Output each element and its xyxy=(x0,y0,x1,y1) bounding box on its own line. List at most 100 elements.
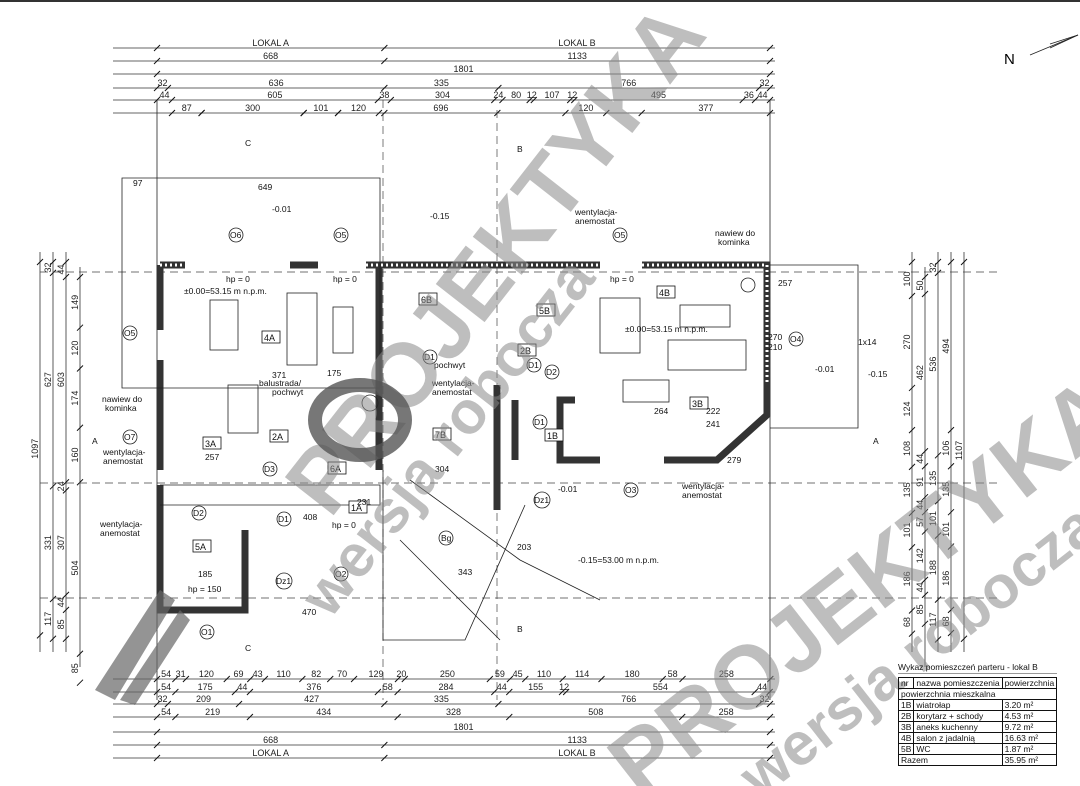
dimension-tick xyxy=(766,728,774,736)
dimension-tick xyxy=(153,754,161,762)
dimension-value: 32 xyxy=(43,262,53,272)
dimension-value: 100 xyxy=(902,272,912,287)
svg-text:hp = 0: hp = 0 xyxy=(333,274,357,284)
dimension-value: 45 xyxy=(513,669,523,679)
dimension-tick xyxy=(198,109,205,117)
dimension-tick xyxy=(36,258,44,266)
svg-text:O7: O7 xyxy=(124,432,136,442)
svg-text:1B: 1B xyxy=(547,431,558,441)
room-4A: 4A xyxy=(261,330,281,344)
svg-text:Dz1: Dz1 xyxy=(534,495,549,505)
walls xyxy=(121,177,859,641)
dimension-tick xyxy=(678,713,686,721)
dimension-tick xyxy=(908,607,916,614)
dimension-value: 44 xyxy=(159,90,169,100)
svg-text:D2: D2 xyxy=(193,508,204,518)
dimension-value: 186 xyxy=(902,571,912,586)
dimension-tick xyxy=(947,543,955,550)
svg-text:6A: 6A xyxy=(330,464,341,474)
svg-text:hp = 0: hp = 0 xyxy=(226,274,250,284)
sofa-b xyxy=(667,339,747,371)
dimension-tick xyxy=(934,636,942,643)
dimension-tick xyxy=(766,754,774,762)
dimension-tick xyxy=(921,576,929,584)
dimension-value: 554 xyxy=(653,682,668,692)
dining-table-b xyxy=(599,297,641,354)
dimension-tick xyxy=(908,543,916,551)
dimension-tick xyxy=(934,269,942,277)
svg-text:210: 210 xyxy=(768,342,782,352)
dimension-value: 117 xyxy=(43,612,53,626)
dimension-value: 117 xyxy=(928,612,938,626)
coffee-table xyxy=(332,306,354,354)
watermark-logo-o xyxy=(308,378,412,462)
dimension-tick xyxy=(947,258,955,266)
dimension-value: 110 xyxy=(276,669,290,679)
dimension-value: 335 xyxy=(434,694,449,704)
dimension-tick xyxy=(934,451,942,459)
dimension-value: 668 xyxy=(263,735,278,745)
dimension-tick xyxy=(505,713,513,721)
dimension-tick xyxy=(602,109,610,117)
dimension-tick xyxy=(490,688,498,696)
svg-text:97: 97 xyxy=(133,178,143,188)
svg-text:231: 231 xyxy=(357,497,371,507)
lokal-b-label: LOKAL B xyxy=(558,38,595,48)
svg-text:anemostat: anemostat xyxy=(575,216,615,226)
annotations: ±0.00=53.15 m n.p.m. ±0.00=53.15 m n.p.m… xyxy=(92,138,888,653)
dimension-tick xyxy=(76,424,84,432)
svg-text:408: 408 xyxy=(303,512,317,522)
svg-text:Dz1: Dz1 xyxy=(276,576,291,586)
svg-text:257: 257 xyxy=(778,278,792,288)
svg-text:B: B xyxy=(517,624,523,634)
svg-text:1A: 1A xyxy=(351,503,362,513)
dimension-value: 300 xyxy=(245,103,260,113)
dimension-tick xyxy=(766,57,774,65)
dimension-value: 462 xyxy=(915,365,925,380)
dimension-value: 38 xyxy=(379,90,389,100)
dimension-value: 250 xyxy=(440,669,455,679)
dimension-tick xyxy=(387,96,395,104)
dimension-tick xyxy=(62,635,70,643)
dimension-value: 20 xyxy=(396,669,406,679)
room-6A: 6A xyxy=(327,461,347,475)
dimension-tick xyxy=(49,482,57,490)
svg-text:5A: 5A xyxy=(195,542,206,552)
dimension-tick xyxy=(562,109,569,117)
dimension-value: 108 xyxy=(902,441,912,456)
svg-text:2A: 2A xyxy=(272,432,283,442)
dimension-tick xyxy=(300,109,308,117)
dimension-tick xyxy=(62,273,70,281)
dimension-value: 434 xyxy=(316,707,331,717)
dimension-value: 44 xyxy=(915,500,925,510)
dimension-tick xyxy=(934,596,942,603)
dimension-value: 69 xyxy=(234,669,244,679)
dimension-value: 536 xyxy=(928,357,938,372)
svg-text:175: 175 xyxy=(327,368,341,378)
svg-text:O6: O6 xyxy=(230,230,242,240)
dimension-tick xyxy=(153,700,161,708)
dimension-value: 120 xyxy=(578,103,593,113)
svg-text:-0.01: -0.01 xyxy=(558,484,578,494)
dining-table xyxy=(209,299,239,351)
dimension-value: 101 xyxy=(313,103,328,113)
dimension-value: 766 xyxy=(621,78,636,88)
dimension-value: 32 xyxy=(157,78,167,88)
svg-text:649: 649 xyxy=(258,182,272,192)
section-markers: A A B B C C xyxy=(92,138,879,653)
dimension-value: 24 xyxy=(493,90,503,100)
dimension-tick xyxy=(76,273,84,281)
dimension-value: 36 xyxy=(744,90,754,100)
dimension-value: 110 xyxy=(537,669,551,679)
dimension-tick xyxy=(168,109,176,117)
dimension-value: 54 xyxy=(161,682,171,692)
kitchen-island-a xyxy=(227,384,259,434)
dimension-tick xyxy=(375,109,383,117)
svg-text:343: 343 xyxy=(458,567,472,577)
dimension-tick xyxy=(164,700,172,708)
dimension-tick xyxy=(490,96,498,104)
dimension-value: 1801 xyxy=(453,722,473,732)
dimension-tick xyxy=(908,292,916,300)
dimension-value: 124 xyxy=(902,402,912,417)
